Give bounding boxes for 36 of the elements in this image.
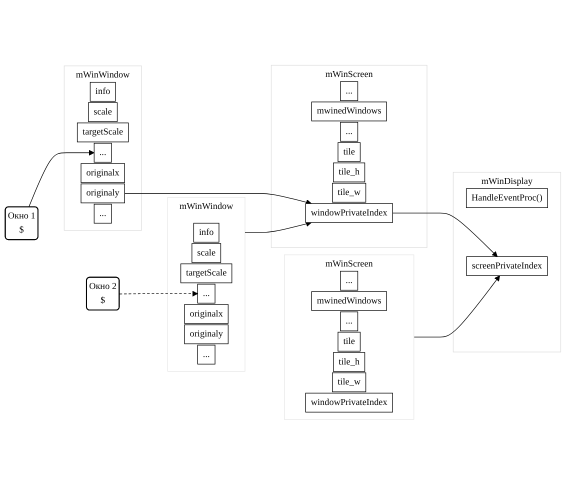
node-box: ... [197, 345, 216, 365]
node-box: windowPrivateIndex [305, 203, 393, 224]
node-box: scale [192, 243, 222, 264]
node-box: scale [88, 102, 118, 122]
node-box: originaly [80, 184, 125, 204]
node-box: tile_h [333, 162, 366, 182]
node-box: tile [338, 332, 361, 352]
arrow [124, 193, 312, 206]
node-box: ... [340, 312, 358, 332]
node-box: info [193, 223, 220, 243]
node-box: originalx [184, 304, 228, 324]
node-box: ... [94, 143, 112, 163]
node-box: tile [338, 142, 361, 162]
arrow [392, 212, 498, 258]
node-box: mwinedWindows [311, 291, 387, 312]
arrow [414, 276, 500, 338]
node-box: HandleEventProc() [466, 188, 548, 208]
arrow [28, 150, 94, 208]
node-box: tile_w [332, 372, 366, 392]
node-box: ... [340, 82, 358, 102]
node-box: ... [340, 122, 358, 142]
node-box: ... [340, 271, 358, 291]
node-box: originalx [80, 163, 125, 184]
arrow [119, 290, 198, 297]
node-box: screenPrivateIndex [466, 256, 548, 276]
node-box: targetScale [76, 122, 129, 142]
arrow [244, 221, 312, 234]
node-box: windowPrivateIndex [305, 393, 393, 413]
node-box: info [90, 82, 116, 102]
node-box: targetScale [180, 264, 232, 284]
node-box: tile_h [333, 352, 366, 372]
node-box: ... [94, 204, 112, 224]
node-box: mwinedWindows [311, 102, 387, 122]
node-box: ... [197, 284, 216, 304]
node-box: tile_w [332, 183, 366, 203]
node-box: originaly [184, 324, 228, 344]
